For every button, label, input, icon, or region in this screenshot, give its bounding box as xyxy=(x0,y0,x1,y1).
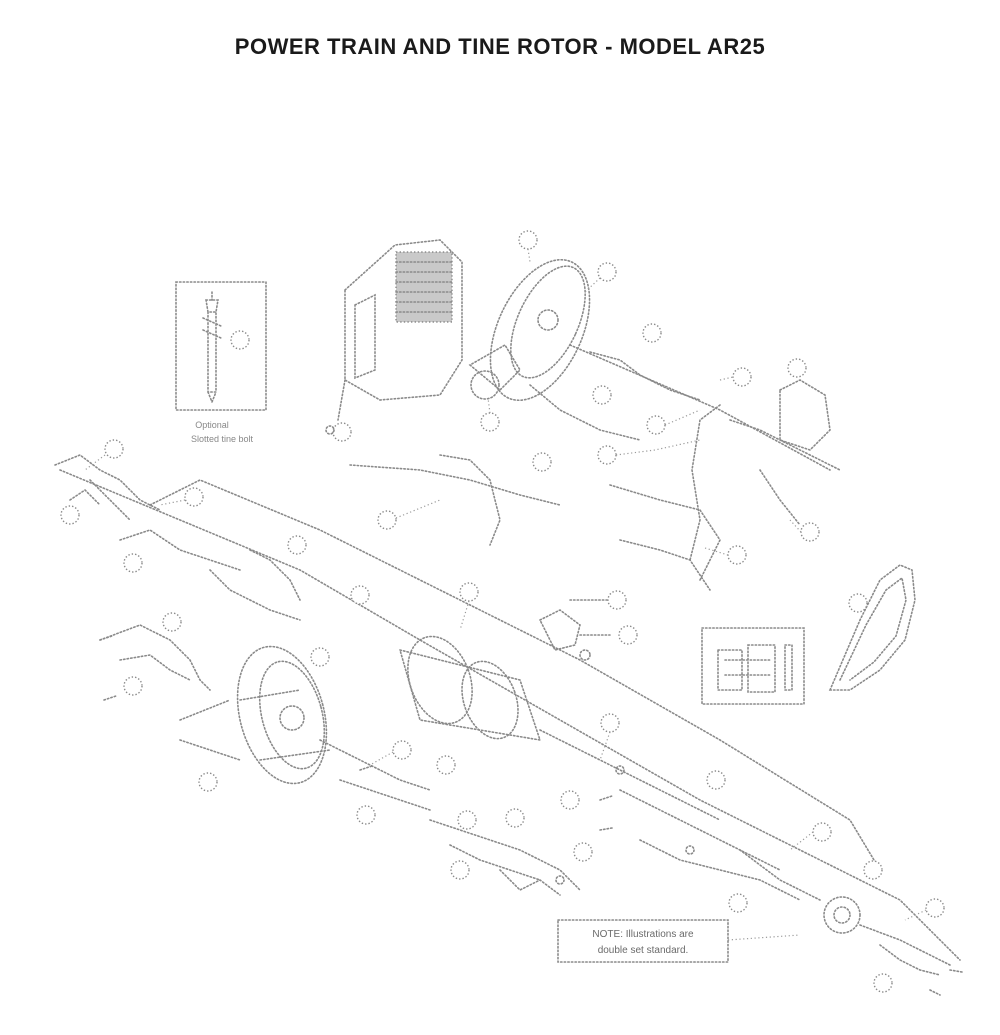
note-box: NOTE: Illustrations are double set stand… xyxy=(557,919,729,963)
bracket-parts xyxy=(538,590,638,661)
optional-bolt-inset: Optional Slotted tine bolt xyxy=(175,281,267,444)
wheel-assembly xyxy=(99,612,456,825)
shift-linkage xyxy=(569,323,841,591)
note-line2: double set standard. xyxy=(598,945,689,956)
drive-chain xyxy=(828,564,916,691)
chain-link-inset xyxy=(701,627,805,705)
engine-housing xyxy=(332,239,463,442)
inset-caption-line2: Slotted tine bolt xyxy=(191,434,254,444)
control-rod xyxy=(349,384,641,546)
note-leader xyxy=(727,934,801,941)
inset-caption-line1: Optional xyxy=(195,420,229,430)
lower-tine-set xyxy=(429,808,593,896)
fasteners xyxy=(99,425,963,996)
page-title: POWER TRAIN AND TINE ROTOR - MODEL AR25 xyxy=(234,34,766,59)
note-line1: NOTE: Illustrations are xyxy=(592,929,694,940)
drive-pulley xyxy=(468,230,617,432)
tine-rotor-shaft xyxy=(54,439,961,993)
